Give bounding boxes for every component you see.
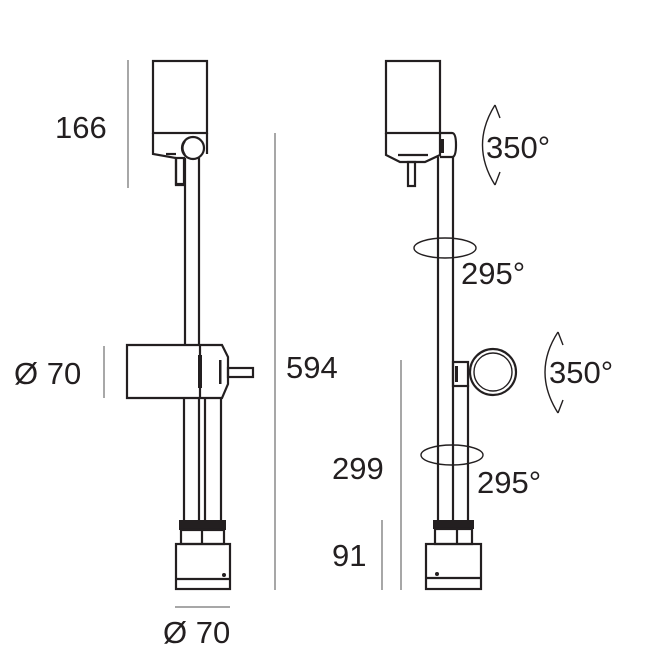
head-joint-inner [181,140,186,156]
side-base-neck [433,527,474,546]
base-block [174,542,232,591]
adjustment-knob [226,366,255,379]
ring-joint-slot [455,366,458,382]
ring-joint [451,360,470,388]
base-collar [179,520,226,530]
label-594: 594 [286,350,338,385]
head-stub [174,156,186,186]
side-base-dot [435,572,439,576]
rotation-arrowheads-ring [557,331,564,414]
label-91: 91 [332,538,366,573]
base-dot [222,573,226,577]
rotation-arrowheads-head [494,104,501,186]
side-head-hinge [440,131,458,159]
side-view [381,59,564,591]
rotation-arrow-lower-swivel [420,444,484,466]
body-slot-left [198,355,202,388]
label-ring-tilt: 350° [549,355,613,390]
side-hinge-slot [440,139,444,153]
side-head-lower [384,133,442,164]
side-head-stub [406,160,417,188]
head-housing [151,59,209,135]
side-base-block [424,542,483,591]
body-slot-right [219,360,222,384]
body-cylinder [125,343,230,400]
side-base-collar [433,520,474,529]
rotation-arrow-head-tilt [481,104,496,186]
label-166: 166 [55,110,107,145]
rotation-arrow-ring-tilt [544,331,559,414]
front-view [103,59,276,608]
side-head-housing [384,59,442,135]
head-joint [180,135,206,161]
label-299: 299 [332,451,384,486]
label-lower-swivel: 295° [477,465,541,500]
label-head-tilt: 350° [486,130,550,165]
rotation-arrow-upper-swivel [413,237,477,259]
ring-light [468,347,518,397]
label-body-diameter: Ø 70 [14,356,81,391]
label-base-diameter: Ø 70 [163,615,230,650]
label-upper-swivel: 295° [461,256,525,291]
ring-light-inner [473,352,513,392]
